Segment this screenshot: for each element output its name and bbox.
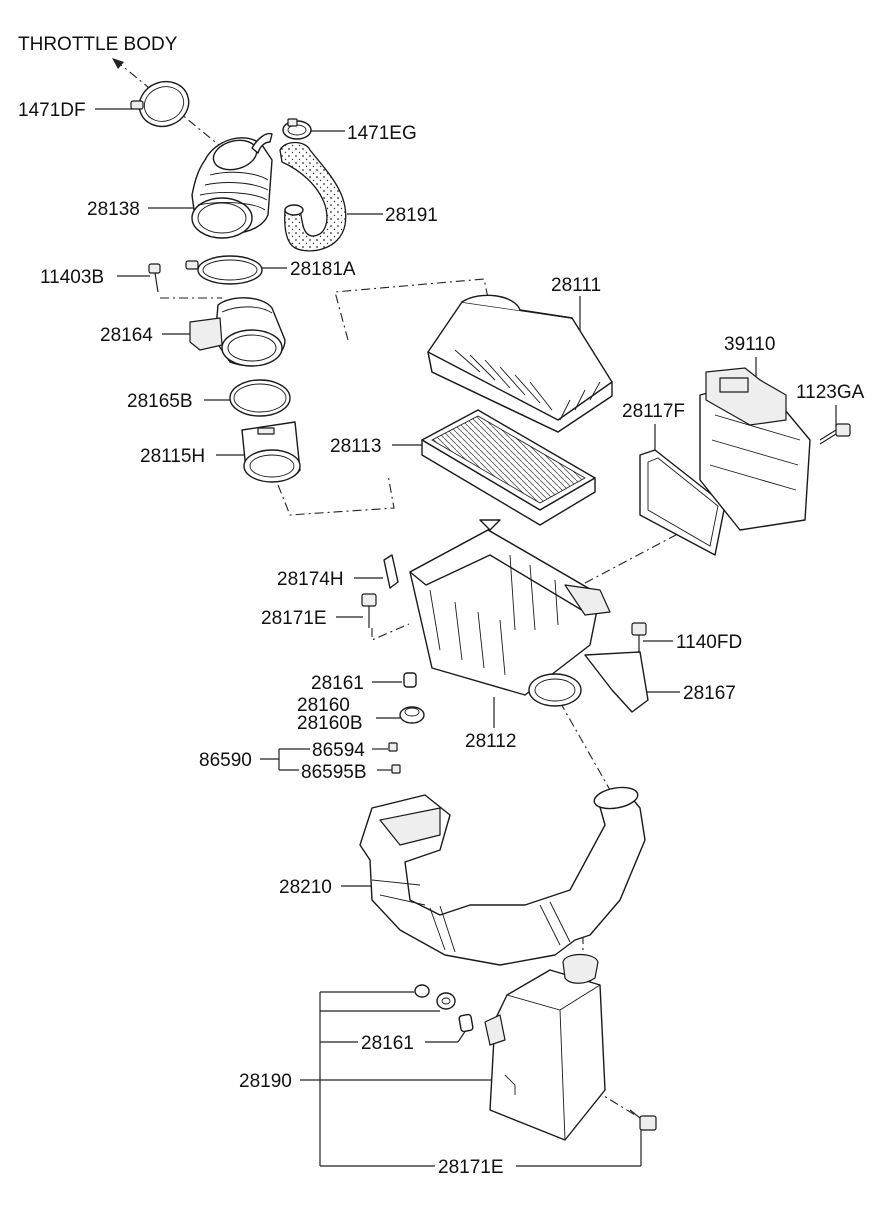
label-28174H[interactable]: 28174H — [277, 569, 344, 590]
label-86594[interactable]: 86594 — [312, 740, 365, 761]
label-28115H[interactable]: 28115H — [140, 446, 205, 467]
label-28161-bottom[interactable]: 28161 — [361, 1033, 414, 1054]
o-ring-28165B[interactable] — [229, 379, 291, 417]
bushing-28161-bottom[interactable] — [458, 1013, 474, 1033]
label-28181A[interactable]: 28181A — [290, 259, 356, 280]
label-28160[interactable]: 28160 — [297, 695, 350, 716]
bolt-28171E-bottom[interactable] — [629, 1109, 657, 1131]
bushing-28161-top[interactable] — [403, 672, 417, 688]
intake-hose-28138[interactable] — [191, 132, 273, 239]
label-28190[interactable]: 28190 — [239, 1071, 292, 1092]
label-28111[interactable]: 28111 — [551, 275, 601, 296]
bolt-1123GA[interactable] — [819, 423, 851, 445]
label-28210[interactable]: 28210 — [279, 877, 332, 898]
label-28171E-top[interactable]: 28171E — [261, 608, 327, 629]
label-28167[interactable]: 28167 — [683, 683, 736, 704]
air-duct-adapter-28115H[interactable] — [241, 421, 301, 483]
arrow-to-throttle-body-icon — [112, 58, 124, 69]
label-28164[interactable]: 28164 — [100, 325, 153, 346]
label-28112[interactable]: 28112 — [465, 731, 516, 752]
label-28117F[interactable]: 28117F — [622, 401, 685, 422]
engine-control-unit-39110[interactable] — [699, 367, 811, 531]
air-cleaner-cover-28111[interactable] — [427, 294, 613, 433]
leader-lines — [95, 108, 837, 1167]
bolt-11403B[interactable] — [148, 263, 161, 293]
grommet-28160[interactable] — [399, 706, 425, 724]
resonator-tank-28190[interactable] — [484, 953, 606, 1141]
bolt-28171E-top[interactable] — [361, 593, 377, 628]
air-filter-element-28113[interactable] — [421, 409, 596, 526]
label-39110[interactable]: 39110 — [724, 334, 775, 355]
label-1123GA[interactable]: 1123GA — [796, 382, 865, 403]
label-throttle-body: THROTTLE BODY — [18, 34, 178, 55]
washer-28190[interactable] — [414, 984, 430, 998]
label-28113[interactable]: 28113 — [330, 436, 381, 457]
hose-clamp-1471DF[interactable] — [130, 75, 195, 133]
air-flow-sensor-28164[interactable] — [189, 297, 286, 367]
resonator-duct-28210[interactable] — [359, 784, 646, 966]
hose-clamp-1471EG[interactable] — [282, 118, 312, 140]
label-28165B[interactable]: 28165B — [127, 391, 193, 412]
label-28138[interactable]: 28138 — [87, 199, 140, 220]
label-1471DF[interactable]: 1471DF — [18, 100, 86, 121]
label-86595B[interactable]: 86595B — [301, 762, 367, 783]
label-1471EG[interactable]: 1471EG — [347, 123, 417, 144]
hose-clamp-28181A[interactable] — [185, 255, 263, 285]
bracket-28167[interactable] — [584, 651, 649, 713]
label-28160B[interactable]: 28160B — [297, 713, 363, 734]
label-1140FD[interactable]: 1140FD — [676, 632, 742, 653]
label-28171E-bottom[interactable]: 28171E — [438, 1157, 504, 1178]
air-cleaner-body-28112[interactable] — [409, 519, 611, 707]
label-28191[interactable]: 28191 — [385, 205, 438, 226]
screw-86594[interactable] — [388, 742, 398, 752]
label-86590[interactable]: 86590 — [199, 750, 252, 771]
grommet-28190[interactable] — [436, 992, 456, 1010]
filter-gasket-28117F[interactable] — [639, 449, 726, 556]
clip-28174H[interactable] — [383, 554, 399, 589]
clip-86595B[interactable] — [391, 764, 401, 774]
breather-hose-28191[interactable] — [279, 141, 347, 252]
label-28161-top[interactable]: 28161 — [311, 673, 364, 694]
label-11403B[interactable]: 11403B — [40, 267, 104, 288]
